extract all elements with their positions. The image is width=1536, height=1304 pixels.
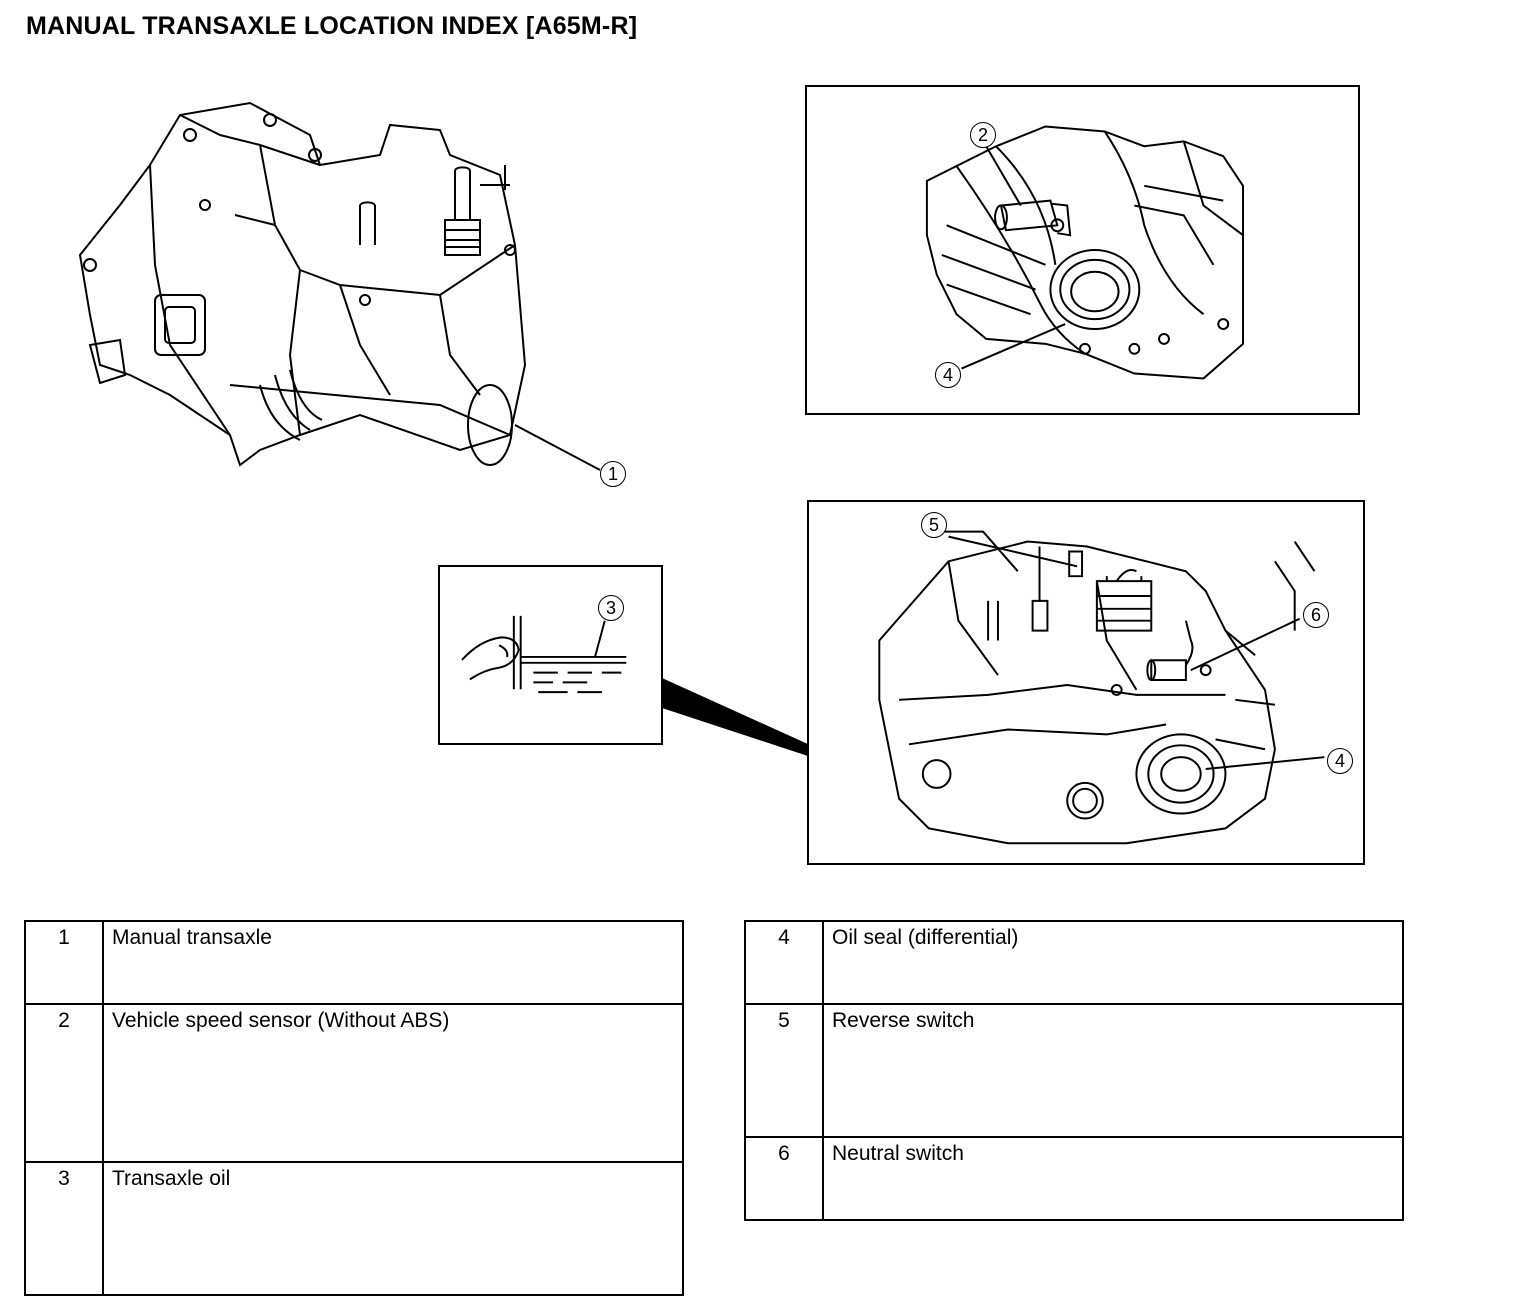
switch-detail-box: 5 6 4 [807, 500, 1365, 865]
legend-row: 2 Vehicle speed sensor (Without ABS) [24, 1003, 684, 1163]
legend-number: 2 [24, 1003, 104, 1163]
legend-row: 5 Reverse switch [744, 1003, 1404, 1138]
sensor-detail-drawing [925, 125, 1245, 380]
legend-number: 4 [744, 920, 824, 1005]
oil-level-drawing [461, 615, 627, 694]
legend-label: Manual transaxle [102, 920, 684, 1005]
legend-label: Reverse switch [822, 1003, 1404, 1138]
callout-3: 3 [598, 595, 624, 621]
callout-4-switch: 4 [1327, 748, 1353, 774]
transaxle-drawing [78, 101, 601, 471]
legend-row: 3 Transaxle oil [24, 1161, 684, 1296]
legend-row: 4 Oil seal (differential) [744, 920, 1404, 1005]
legend-number: 6 [744, 1136, 824, 1221]
sensor-detail-box: 2 4 [805, 85, 1360, 415]
legend-table-left: 1 Manual transaxle 2 Vehicle speed senso… [24, 920, 684, 1296]
legend-label: Oil seal (differential) [822, 920, 1404, 1005]
switch-detail-drawing [878, 530, 1325, 845]
legend-row: 1 Manual transaxle [24, 920, 684, 1005]
oil-inset-box: 3 [438, 565, 663, 745]
legend-label: Neutral switch [822, 1136, 1404, 1221]
legend-table-right: 4 Oil seal (differential) 5 Reverse swit… [744, 920, 1404, 1221]
callout-6: 6 [1303, 602, 1329, 628]
callout-1: 1 [600, 461, 626, 487]
callout-5: 5 [921, 512, 947, 538]
page-title: MANUAL TRANSAXLE LOCATION INDEX [A65M-R] [26, 12, 638, 40]
callout-4: 4 [935, 362, 961, 388]
legend-number: 3 [24, 1161, 104, 1296]
legend-label: Transaxle oil [102, 1161, 684, 1296]
legend-row: 6 Neutral switch [744, 1136, 1404, 1221]
legend-label: Vehicle speed sensor (Without ABS) [102, 1003, 684, 1163]
legend-number: 5 [744, 1003, 824, 1138]
transaxle-main-illustration: 1 [60, 95, 660, 495]
callout-2: 2 [970, 122, 996, 148]
legend-number: 1 [24, 920, 104, 1005]
